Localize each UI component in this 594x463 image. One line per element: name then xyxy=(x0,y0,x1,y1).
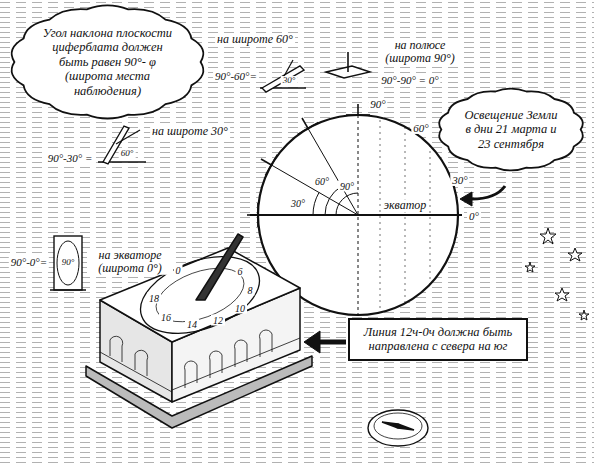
callout-cloud: Угол наклона плоскости циферблата должен… xyxy=(18,10,197,114)
compass xyxy=(368,410,428,446)
note-box: Линия 12ч-0ч должна быть направлена с се… xyxy=(348,318,528,361)
formula-label: 90°-0°= xyxy=(9,256,49,268)
degree-label: 30° xyxy=(289,198,307,209)
sundial-illustration xyxy=(86,234,312,428)
pointer-arrow xyxy=(468,186,505,199)
pole-plate xyxy=(347,52,349,72)
callout-text: Освещение Земли в дни 21 марта и 23 сент… xyxy=(462,108,560,151)
sundial-illustration xyxy=(185,330,273,388)
small-dial-marks xyxy=(261,159,271,165)
equator-plate xyxy=(57,241,79,285)
stars xyxy=(579,310,589,320)
formula-label: 90°-90° = 0° xyxy=(379,74,440,86)
callout-text: Линия 12ч-0ч должна быть направлена с се… xyxy=(358,325,518,354)
stars xyxy=(540,228,556,244)
equator-plate xyxy=(50,236,86,290)
hour-number: 14 xyxy=(185,319,199,330)
degree-label: 90° xyxy=(368,98,387,110)
latitude-30-plate xyxy=(116,130,140,144)
hour-number: 0 xyxy=(174,265,183,276)
latitude-label: на широте 30° xyxy=(150,125,230,138)
hour-number: 8 xyxy=(246,285,255,296)
cloud-outline xyxy=(439,89,583,171)
small-dial-marks xyxy=(302,118,308,128)
pole-plate xyxy=(326,52,370,78)
latitude-label: на полюсе (широта 90°) xyxy=(378,39,462,65)
latitude-label: на широте 60° xyxy=(215,33,295,46)
small-dial-marks xyxy=(357,104,359,115)
hour-number: 18 xyxy=(147,293,161,304)
latitude-60-plate xyxy=(262,66,304,92)
small-dial-marks xyxy=(247,214,258,216)
small-dial-marks xyxy=(247,104,370,227)
stars xyxy=(525,262,535,272)
pointer-arrow xyxy=(318,340,346,345)
degree-label: 60° xyxy=(313,176,331,187)
sundial-illustration xyxy=(100,352,172,392)
pointer-arrow xyxy=(460,192,472,206)
degree-label: 90° xyxy=(338,181,356,192)
formula-label: 90°-30° = xyxy=(46,152,95,164)
latitude-30-plate xyxy=(98,126,146,164)
callout-cloud: Освещение Земли в дни 21 марта и 23 сент… xyxy=(444,92,578,167)
equator-plate xyxy=(50,289,86,290)
hour-number: 12 xyxy=(211,315,225,326)
equator-label: экватор xyxy=(382,199,429,212)
hour-number: 6 xyxy=(236,266,245,277)
compass xyxy=(396,424,400,428)
hour-number: 16 xyxy=(159,312,173,323)
sundial-illustration xyxy=(172,338,300,390)
stars xyxy=(525,228,589,320)
stars xyxy=(555,288,569,301)
earth-globe xyxy=(271,165,358,215)
earth-globe xyxy=(308,128,358,215)
earth-globe xyxy=(336,193,358,215)
formula-label: 90°-60°= xyxy=(213,70,259,82)
hour-number: 10 xyxy=(233,303,247,314)
cloud-outline xyxy=(12,5,204,118)
angle-value: 30° xyxy=(281,76,298,86)
compass xyxy=(382,422,414,430)
angle-value: 60° xyxy=(119,149,136,159)
degree-label: 0° xyxy=(467,210,481,222)
compass xyxy=(374,413,422,439)
pointer-arrow xyxy=(304,331,320,353)
earth-globe xyxy=(313,193,319,216)
equator-plate xyxy=(54,236,82,290)
degree-label: 30° xyxy=(450,174,469,186)
degree-label: 60° xyxy=(411,122,430,134)
compass xyxy=(368,410,428,446)
stars xyxy=(568,248,582,261)
sundial-illustration xyxy=(110,336,148,376)
latitude-60-plate xyxy=(260,60,306,92)
angle-value: 90° xyxy=(60,258,77,268)
latitude-label: на экваторе (широта 0°) xyxy=(87,249,173,275)
callout-text: Угол наклона плоскости циферблата должен… xyxy=(40,26,175,98)
